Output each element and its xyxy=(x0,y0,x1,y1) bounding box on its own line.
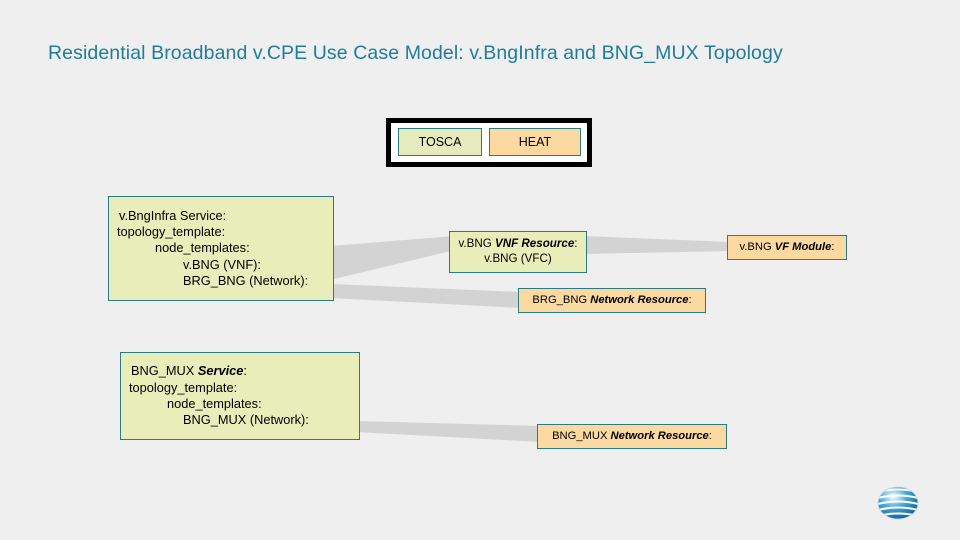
vbng-vf-module-prefix: v.BNG xyxy=(739,241,775,254)
connector-vbnginfra-to-brg-bng xyxy=(330,284,522,318)
tosca-label: TOSCA xyxy=(418,135,462,149)
bngmux-net-emphasis: Network Resource xyxy=(610,430,709,443)
vbng-vnf-title: v.BNG VNF Resource: xyxy=(459,237,578,252)
vbng-vf-module-title: v.BNG VF Module: xyxy=(740,240,835,254)
brg-bng-suffix: : xyxy=(688,294,692,307)
vbnginfra-line-3: v.BNG (VNF): xyxy=(183,256,261,272)
bngmux-network-resource-box[interactable]: BNG_MUX Network Resource: xyxy=(537,424,727,449)
vbng-vnf-subtitle: v.BNG (VFC) xyxy=(484,252,552,265)
bngmux-line-3: BNG_MUX (Network): xyxy=(183,412,309,428)
brg-bng-emphasis: Network Resource xyxy=(590,294,689,307)
bngmux-name-emphasis: Service xyxy=(197,363,244,379)
att-globe-logo xyxy=(872,476,924,528)
vbnginfra-line-2: node_templates: xyxy=(155,240,250,256)
vbng-vnf-emphasis: VNF Resource xyxy=(495,237,575,251)
vbng-vnf-suffix: : xyxy=(574,237,578,251)
vbng-vf-module-box[interactable]: v.BNG VF Module: xyxy=(727,235,847,260)
bngmux-line-0: BNG_MUX Service: xyxy=(131,363,247,379)
vbnginfra-line-1: topology_template: xyxy=(117,223,226,239)
connector-bngmux-to-bngmux-network xyxy=(356,418,541,458)
vbng-vnf-prefix: v.BNG xyxy=(458,237,496,251)
brg-bng-title: BRG_BNG Network Resource: xyxy=(532,293,691,307)
connector-vbnginfra-to-vbng-vnf xyxy=(330,236,455,284)
vbnginfra-service-box[interactable]: v.BngInfra Service: topology_template: n… xyxy=(108,196,334,301)
vbng-vnf-resource-box[interactable]: v.BNG VNF Resource: v.BNG (VFC) xyxy=(449,231,587,273)
brg-bng-network-resource-box[interactable]: BRG_BNG Network Resource: xyxy=(518,288,706,313)
tosca-box[interactable]: TOSCA xyxy=(398,128,482,156)
brg-bng-prefix: BRG_BNG xyxy=(532,294,591,307)
connector-vbng-vnf-to-vf-module xyxy=(584,234,730,262)
vbnginfra-line-0: v.BngInfra Service: xyxy=(119,207,227,223)
vbng-vf-module-emphasis: VF Module xyxy=(774,241,832,254)
bngmux-net-title: BNG_MUX Network Resource: xyxy=(552,429,712,443)
page-title: Residential Broadband v.CPE Use Case Mod… xyxy=(48,42,783,64)
bngmux-net-suffix: : xyxy=(708,430,712,443)
bngmux-line-1: topology_template: xyxy=(129,379,238,395)
vbnginfra-line-4: BRG_BNG (Network): xyxy=(183,273,309,289)
bngmux-name-prefix: BNG_MUX xyxy=(131,363,195,379)
bngmux-net-prefix: BNG_MUX xyxy=(552,430,611,443)
bngmux-line-2: node_templates: xyxy=(167,396,262,411)
bngmux-service-box[interactable]: BNG_MUX Service: topology_template: node… xyxy=(120,352,360,440)
vbng-vf-module-suffix: : xyxy=(831,241,835,254)
heat-label: HEAT xyxy=(518,135,552,149)
heat-box[interactable]: HEAT xyxy=(489,128,581,156)
